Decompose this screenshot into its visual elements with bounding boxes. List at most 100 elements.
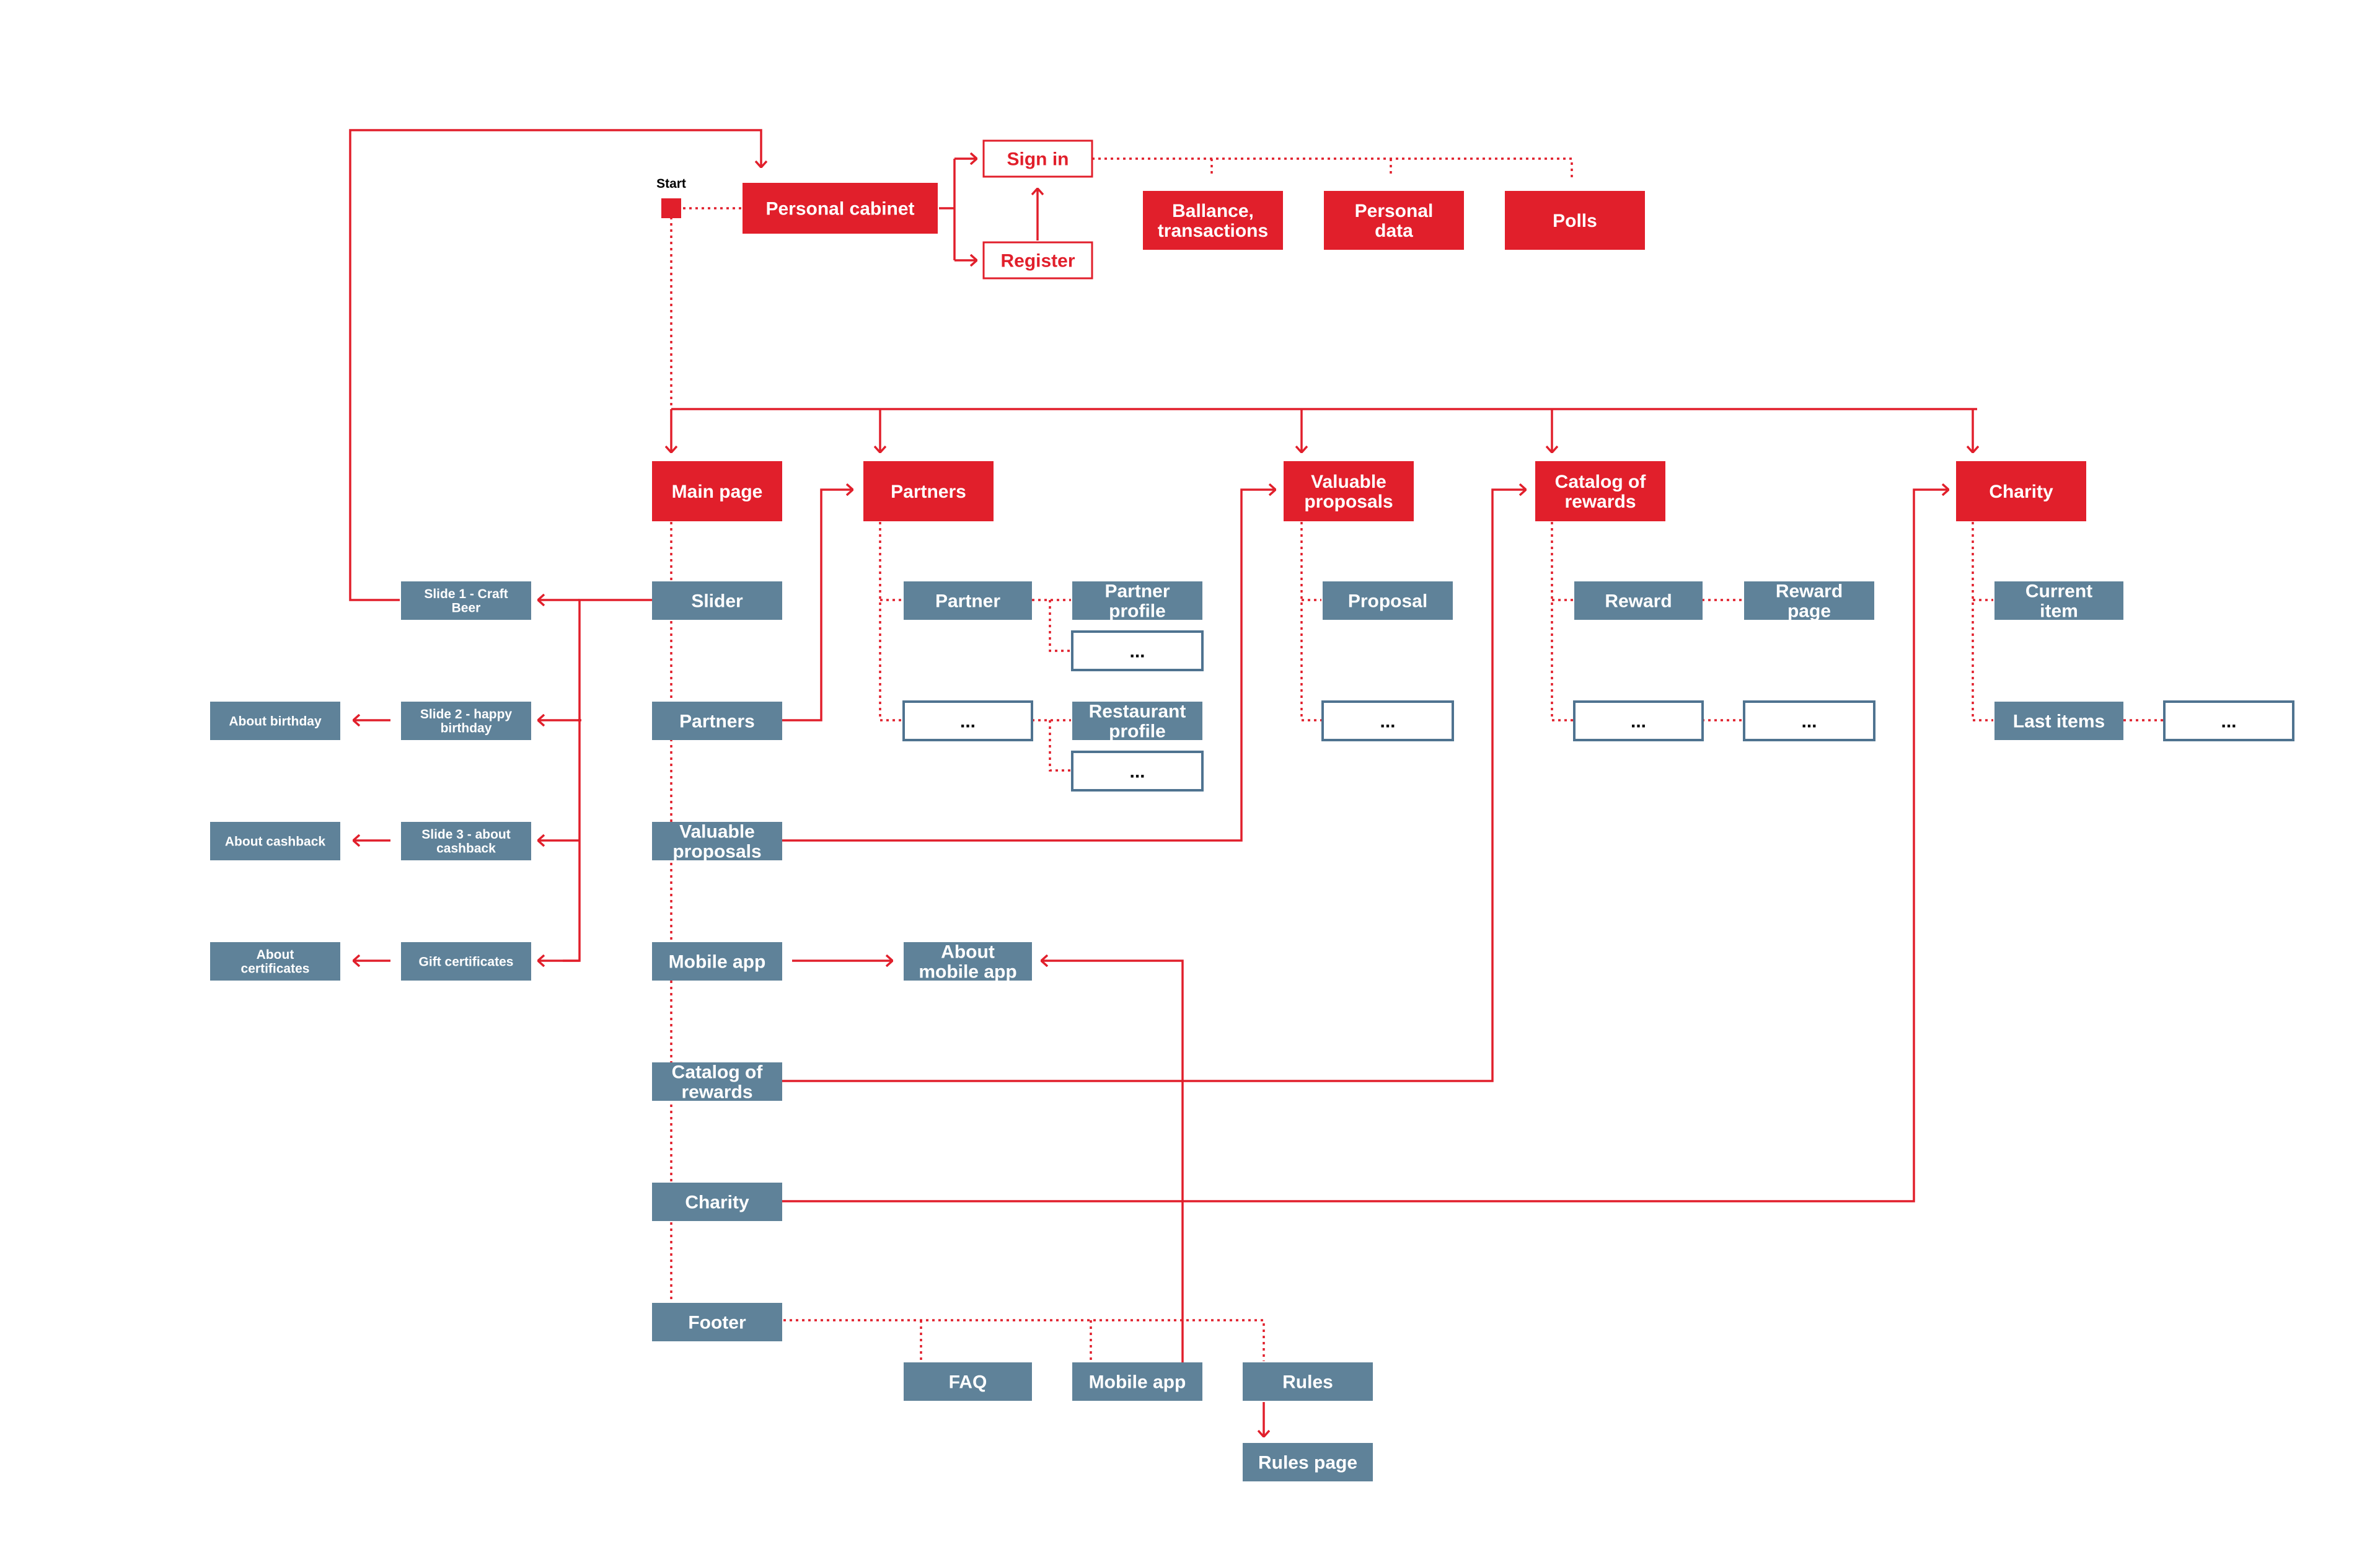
- node-ballance-label-line: transactions: [1158, 221, 1268, 241]
- node-personal-data-box: [1324, 191, 1464, 250]
- node-rules-label: Rules: [1282, 1372, 1333, 1393]
- charity-tree-connector: [1972, 522, 1993, 721]
- node-sign-in: Sign in: [982, 139, 1093, 178]
- node-reward-ellipsis-box: [1573, 700, 1704, 741]
- node-about-cashback: About cashback: [210, 822, 340, 860]
- node-catalog-box: [652, 1062, 782, 1101]
- node-reward-label: Reward: [1605, 591, 1672, 612]
- node-valuable-proposals-top-label-line: proposals: [1304, 492, 1393, 512]
- node-rules-page: Rules page: [1243, 1443, 1373, 1481]
- node-partner-profile-ellipsis-label: ...: [1129, 642, 1145, 662]
- node-gift-certificates-box: [401, 942, 531, 981]
- node-last-items-box: [1994, 702, 2123, 740]
- node-partners: Partners: [652, 702, 782, 740]
- node-about-birthday-label: About birthday: [229, 714, 322, 728]
- node-partners-top-label-line: Partners: [891, 482, 966, 502]
- node-polls: Polls: [1505, 191, 1645, 250]
- connectors: [349, 129, 2163, 1437]
- node-about-mobile-app-label-line: mobile app: [919, 962, 1016, 982]
- node-proposal-ellipsis: ...: [1321, 700, 1454, 741]
- node-faq-label-line: FAQ: [949, 1372, 987, 1393]
- proposals-tree-connector: [1300, 522, 1321, 721]
- node-last-items-ellipsis-label-line: ...: [2221, 712, 2236, 732]
- node-about-cashback-label-line: About cashback: [225, 834, 326, 849]
- node-main-page-label-line: Main page: [672, 482, 763, 502]
- node-slide-2-label-line: birthday: [441, 721, 492, 736]
- node-current-item-label-line: item: [2040, 601, 2078, 622]
- node-polls-label-line: Polls: [1553, 211, 1597, 231]
- node-ballance: Ballance,transactions: [1143, 191, 1283, 250]
- node-personal-cabinet-label-line: Personal cabinet: [765, 199, 914, 219]
- slider-split-connector: [563, 599, 652, 962]
- node-last-items-label-line: Last items: [2013, 712, 2105, 732]
- profile-ellipsis-connector: [1049, 600, 1071, 652]
- node-partners-label: Partners: [679, 712, 755, 732]
- node-faq: FAQ: [904, 1362, 1032, 1401]
- node-reward-ellipsis: ...: [1573, 700, 1704, 741]
- node-partner-ellipsis-label-line: ...: [960, 712, 976, 732]
- partners-tree-connector: [879, 522, 902, 721]
- node-slide-3-box: [401, 822, 531, 860]
- node-mobile-app-box: [652, 942, 782, 981]
- node-sign-in-box: [982, 139, 1093, 178]
- node-partner-label-line: Partner: [935, 591, 1000, 612]
- start-label: Start: [656, 177, 686, 191]
- nodes: Personal cabinet Sign in Register Ballance,…: [210, 139, 2294, 1481]
- node-ballance-label: Ballance,transactions: [1158, 201, 1268, 241]
- node-proposal-label: Proposal: [1348, 591, 1427, 612]
- node-partner-profile-ellipsis: ...: [1071, 630, 1204, 671]
- node-catalog-label-line: Catalog of: [672, 1062, 764, 1082]
- node-reward-page-label-line: page: [1787, 601, 1831, 622]
- catalog-tree-connector: [1551, 522, 1573, 721]
- node-rules: Rules: [1243, 1362, 1373, 1401]
- node-partner-profile-label-line: Partner: [1104, 581, 1170, 601]
- node-slide-3-label-line: cashback: [436, 842, 496, 856]
- signin-to-sections-connector: [1092, 157, 1573, 177]
- node-last-items-ellipsis: ...: [2163, 700, 2294, 741]
- node-register-label-line: Register: [1000, 251, 1075, 271]
- node-charity-top-label: Charity: [1989, 482, 2053, 502]
- node-rules-page-label: Rules page: [1258, 1453, 1357, 1473]
- node-charity-top-box: [1956, 461, 2086, 521]
- node-reward-ellipsis-label-line: ...: [1631, 712, 1646, 732]
- node-main-page-box: [652, 461, 782, 521]
- node-slide-1-box: [401, 581, 531, 620]
- node-reward-page-ellipsis-label-line: ...: [1801, 712, 1817, 732]
- node-personal-data-label-line: data: [1375, 221, 1413, 241]
- node-gift-certificates: Gift certificates: [401, 942, 531, 981]
- node-polls-label: Polls: [1553, 211, 1597, 231]
- node-footer: Footer: [652, 1303, 782, 1341]
- node-about-certificates-box: [210, 942, 340, 981]
- node-charity: Charity: [652, 1183, 782, 1221]
- node-ballance-box: [1143, 191, 1283, 250]
- node-partner-profile-ellipsis-box: [1071, 630, 1204, 671]
- node-catalog-label-line: rewards: [681, 1082, 752, 1103]
- node-about-certificates-label-line: About: [257, 948, 294, 962]
- node-slider-label-line: Slider: [691, 591, 743, 612]
- node-restaurant-profile-box: [1072, 702, 1202, 740]
- restaurant-connector: [1032, 719, 1071, 772]
- node-valuable-proposals-box: [652, 822, 782, 860]
- node-reward-ellipsis-label: ...: [1631, 712, 1646, 732]
- node-footer-label: Footer: [688, 1313, 746, 1333]
- node-charity-label: Charity: [685, 1193, 749, 1213]
- node-reward-box: [1574, 581, 1703, 620]
- node-reward-page-box: [1744, 581, 1874, 620]
- node-main-page: Main page: [652, 461, 782, 521]
- node-valuable-proposals-label-line: proposals: [672, 842, 761, 862]
- node-about-cashback-label: About cashback: [225, 834, 326, 849]
- node-proposal-label-line: Proposal: [1348, 591, 1427, 612]
- node-register: Register: [982, 241, 1093, 280]
- node-slide-2-label-line: Slide 2 - happy: [420, 707, 513, 721]
